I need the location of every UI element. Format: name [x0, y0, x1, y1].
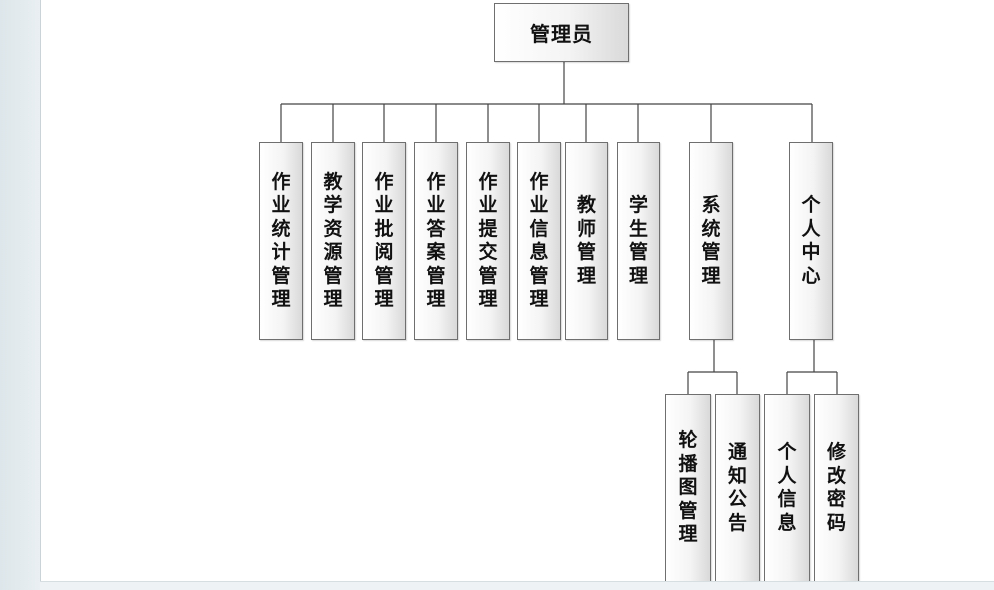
left-gutter	[0, 0, 41, 590]
node-label: 作业提交管理	[478, 170, 498, 311]
node-homework-grading-mgmt: 作业批阅管理	[362, 142, 406, 340]
node-teacher-mgmt: 教师管理	[565, 142, 608, 340]
node-homework-info-mgmt: 作业信息管理	[517, 142, 561, 340]
node-personal-info: 个人信息	[764, 394, 810, 582]
node-root-admin: 管理员	[494, 3, 629, 62]
node-homework-submission-mgmt: 作业提交管理	[466, 142, 510, 340]
node-label: 作业批阅管理	[374, 170, 394, 311]
bottom-scroll-strip	[40, 581, 994, 590]
node-homework-answers-mgmt: 作业答案管理	[414, 142, 458, 340]
node-notice-announcement: 通知公告	[715, 394, 760, 582]
node-label: 个人信息	[777, 441, 797, 534]
node-system-mgmt: 系统管理	[689, 142, 733, 340]
node-homework-statistics-mgmt: 作业统计管理	[259, 142, 303, 340]
node-student-mgmt: 学生管理	[617, 142, 660, 340]
node-label: 作业信息管理	[529, 170, 549, 311]
node-personal-center: 个人中心	[789, 142, 833, 340]
node-label: 教学资源管理	[323, 170, 343, 311]
node-label: 教师管理	[577, 194, 597, 287]
node-root-label: 管理员	[530, 22, 593, 46]
node-label: 作业统计管理	[271, 170, 291, 311]
node-label: 个人中心	[801, 194, 821, 287]
node-change-password: 修改密码	[814, 394, 859, 582]
node-label: 通知公告	[728, 441, 748, 534]
node-label: 轮播图管理	[678, 429, 698, 546]
node-label: 作业答案管理	[426, 170, 446, 311]
node-label: 系统管理	[701, 194, 721, 287]
node-teaching-resources-mgmt: 教学资源管理	[311, 142, 355, 340]
node-label: 学生管理	[629, 194, 649, 287]
node-carousel-mgmt: 轮播图管理	[665, 394, 711, 582]
node-label: 修改密码	[827, 441, 847, 534]
